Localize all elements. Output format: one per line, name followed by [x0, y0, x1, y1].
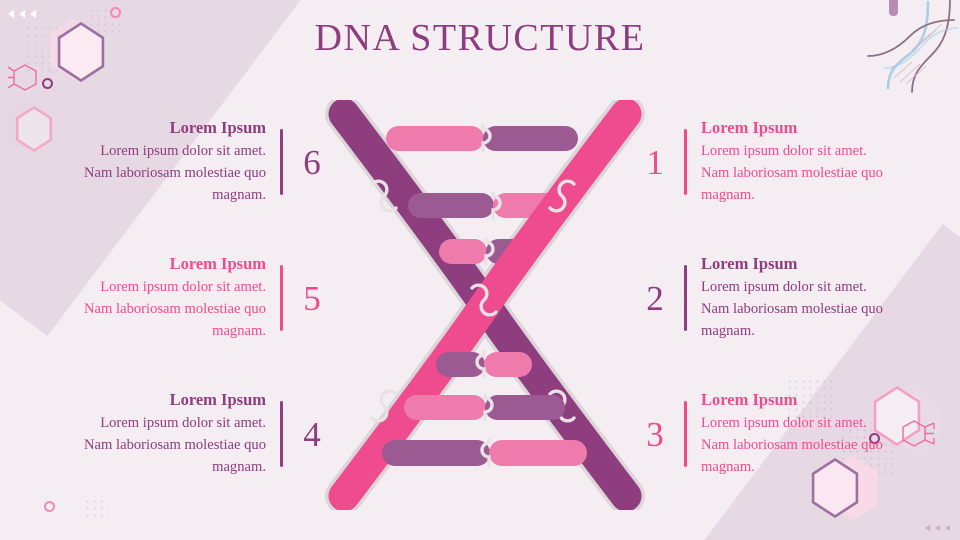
- info-item-text: Lorem Ipsum Lorem ipsum dolor sit amet. …: [76, 390, 266, 478]
- info-item-divider: [280, 401, 283, 468]
- info-item-number: 2: [646, 278, 664, 318]
- info-item-body: Lorem ipsum dolor sit amet. Nam laborios…: [701, 278, 883, 340]
- dna-rung: [404, 393, 565, 422]
- info-item-5[interactable]: Lorem Ipsum Lorem ipsum dolor sit amet. …: [76, 254, 329, 342]
- info-item-heading: Lorem Ipsum: [169, 254, 266, 273]
- hexagon-shape: [15, 106, 53, 152]
- info-item-text: Lorem Ipsum Lorem ipsum dolor sit amet. …: [76, 118, 266, 206]
- info-item-divider: [684, 401, 687, 468]
- info-item-1[interactable]: 1 Lorem Ipsum Lorem ipsum dolor sit amet…: [638, 118, 891, 206]
- triangle-marks-bottom-right: [925, 525, 950, 531]
- info-item-6[interactable]: Lorem Ipsum Lorem ipsum dolor sit amet. …: [76, 118, 329, 206]
- info-item-divider: [684, 265, 687, 332]
- dna-structure-graphic: [325, 100, 645, 510]
- info-item-heading: Lorem Ipsum: [701, 254, 798, 273]
- circle-outline: [44, 501, 55, 512]
- dna-rungs-lower: [382, 350, 587, 468]
- hexagon-inner: [18, 109, 50, 149]
- info-item-text: Lorem Ipsum Lorem ipsum dolor sit amet. …: [701, 254, 891, 342]
- info-item-heading: Lorem Ipsum: [169, 118, 266, 137]
- dna-rung: [386, 124, 578, 153]
- info-item-body: Lorem ipsum dolor sit amet. Nam laborios…: [701, 142, 883, 204]
- molecule-icon: [8, 64, 37, 91]
- circle-outline: [42, 78, 53, 89]
- info-item-text: Lorem Ipsum Lorem ipsum dolor sit amet. …: [76, 254, 266, 342]
- triangle-icon: [935, 525, 940, 531]
- helix-cap: [889, 0, 898, 16]
- dna-rung: [436, 350, 532, 379]
- hexagon-filled: [890, 390, 940, 454]
- info-item-number: 3: [646, 414, 664, 454]
- info-item-number: 1: [646, 142, 664, 182]
- info-item-number: 6: [303, 142, 321, 182]
- info-item-heading: Lorem Ipsum: [169, 390, 266, 409]
- info-item-divider: [280, 129, 283, 196]
- info-item-3[interactable]: 3 Lorem Ipsum Lorem ipsum dolor sit amet…: [638, 390, 891, 478]
- page-title: DNA STRUCTURE: [314, 17, 646, 59]
- info-item-body: Lorem ipsum dolor sit amet. Nam laborios…: [84, 414, 266, 476]
- info-item-4[interactable]: Lorem Ipsum Lorem ipsum dolor sit amet. …: [76, 390, 329, 478]
- info-item-body: Lorem ipsum dolor sit amet. Nam laborios…: [701, 414, 883, 476]
- info-item-heading: Lorem Ipsum: [701, 118, 798, 137]
- strand-notches: [370, 179, 576, 423]
- triangle-icon: [945, 525, 950, 531]
- info-item-divider: [280, 265, 283, 332]
- info-item-number: 5: [303, 278, 321, 318]
- info-item-body: Lorem ipsum dolor sit amet. Nam laborios…: [84, 278, 266, 340]
- info-item-text: Lorem Ipsum Lorem ipsum dolor sit amet. …: [701, 390, 891, 478]
- molecule-icon: [902, 420, 935, 447]
- dot-grid-pattern: [84, 498, 108, 522]
- info-item-body: Lorem ipsum dolor sit amet. Nam laborios…: [84, 142, 266, 204]
- dna-strand-pink: [328, 100, 642, 510]
- info-item-heading: Lorem Ipsum: [701, 390, 798, 409]
- triangle-icon: [925, 525, 930, 531]
- info-item-number: 4: [303, 414, 321, 454]
- info-item-divider: [684, 129, 687, 196]
- hexagon-filled: [8, 100, 48, 152]
- hexagon-outline-pink: [13, 106, 55, 152]
- info-item-text: Lorem Ipsum Lorem ipsum dolor sit amet. …: [701, 118, 891, 206]
- info-item-2[interactable]: 2 Lorem Ipsum Lorem ipsum dolor sit amet…: [638, 254, 891, 342]
- dna-rung: [382, 438, 587, 468]
